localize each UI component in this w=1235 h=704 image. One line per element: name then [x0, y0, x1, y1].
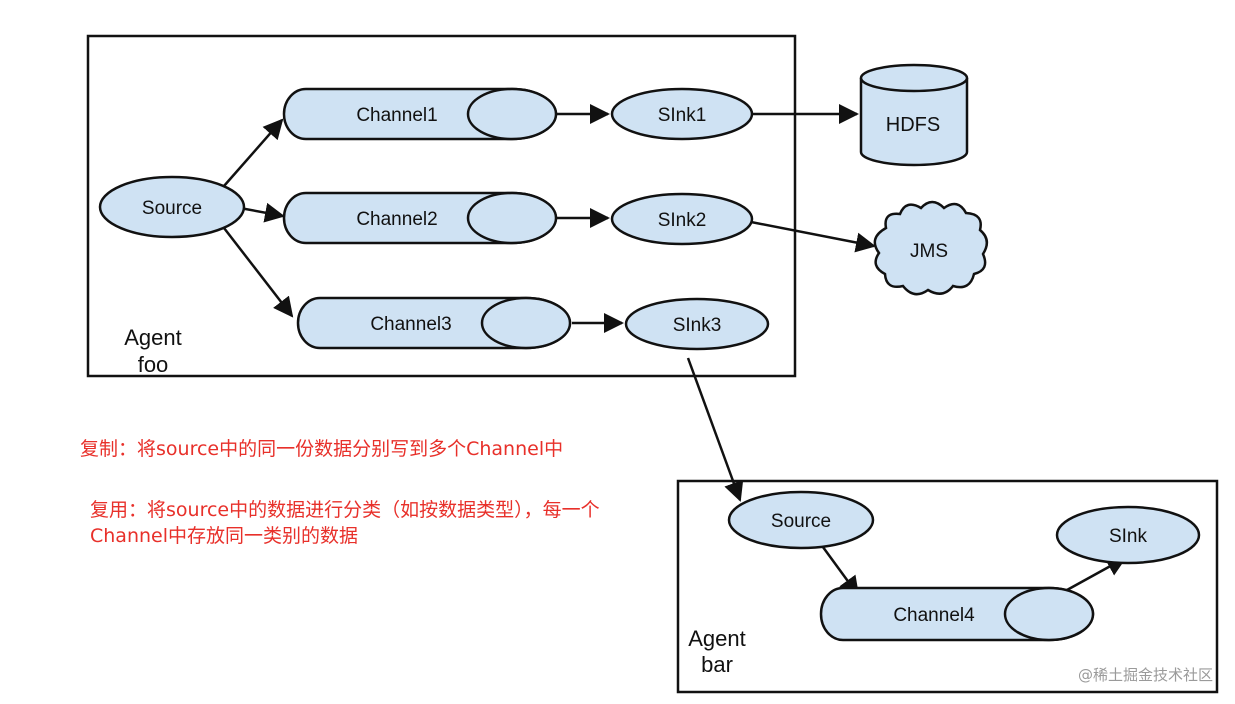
channel3-label: Channel3	[370, 314, 451, 335]
sink2-label: SInk2	[658, 210, 707, 231]
source-bar-label: Source	[771, 511, 831, 532]
sink1-label: SInk1	[658, 105, 707, 126]
agent-bar-label-line2: bar	[701, 652, 733, 677]
arrow-sink3-to-source-bar	[686, 357, 744, 502]
arrow-sink2-to-jms	[750, 220, 876, 253]
sink-bar-label: SInk	[1109, 526, 1148, 547]
sink1-node: SInk1	[610, 87, 754, 141]
sink3-label: SInk3	[673, 315, 722, 336]
jms-cloud-icon: JMS	[873, 200, 989, 296]
channel2-label: Channel2	[356, 209, 437, 230]
hdfs-database-icon: HDFS	[859, 63, 969, 167]
channel4-label: Channel4	[893, 605, 975, 626]
channel2-node: Channel2	[282, 191, 558, 245]
arrow-source-to-channel1	[223, 118, 284, 187]
sink3-node: SInk3	[624, 297, 770, 351]
replicating-note: 复制：将source中的同一份数据分别写到多个Channel中	[80, 438, 564, 460]
watermark: @稀土掘金技术社区	[1077, 666, 1213, 684]
arrow-source-bar-to-channel4	[818, 542, 860, 597]
agent-bar-label-line1: Agent	[688, 626, 746, 651]
arrow-source-to-channel3	[223, 227, 294, 318]
source-foo-node: Source	[98, 175, 246, 239]
agent-foo-label-line1: Agent	[124, 325, 182, 350]
channel1-label: Channel1	[356, 105, 437, 126]
sink2-node: SInk2	[610, 192, 754, 246]
agent-foo-box	[86, 34, 797, 378]
agent-foo-label-line2: foo	[138, 352, 169, 377]
channel4-node: Channel4	[819, 586, 1095, 642]
channel3-node: Channel3	[296, 296, 572, 350]
source-foo-label: Source	[142, 198, 202, 219]
source-bar-node: Source	[727, 490, 875, 550]
jms-label: JMS	[910, 241, 948, 262]
multiplexing-note: 复用：将source中的数据进行分类（如按数据类型），每一个Channel中存放…	[90, 499, 600, 547]
agent-bar-box	[676, 479, 1219, 694]
sink-bar-node: SInk	[1055, 505, 1201, 565]
channel1-node: Channel1	[282, 87, 558, 141]
arrow-source-to-channel2	[239, 202, 285, 223]
hdfs-label: HDFS	[886, 114, 940, 136]
